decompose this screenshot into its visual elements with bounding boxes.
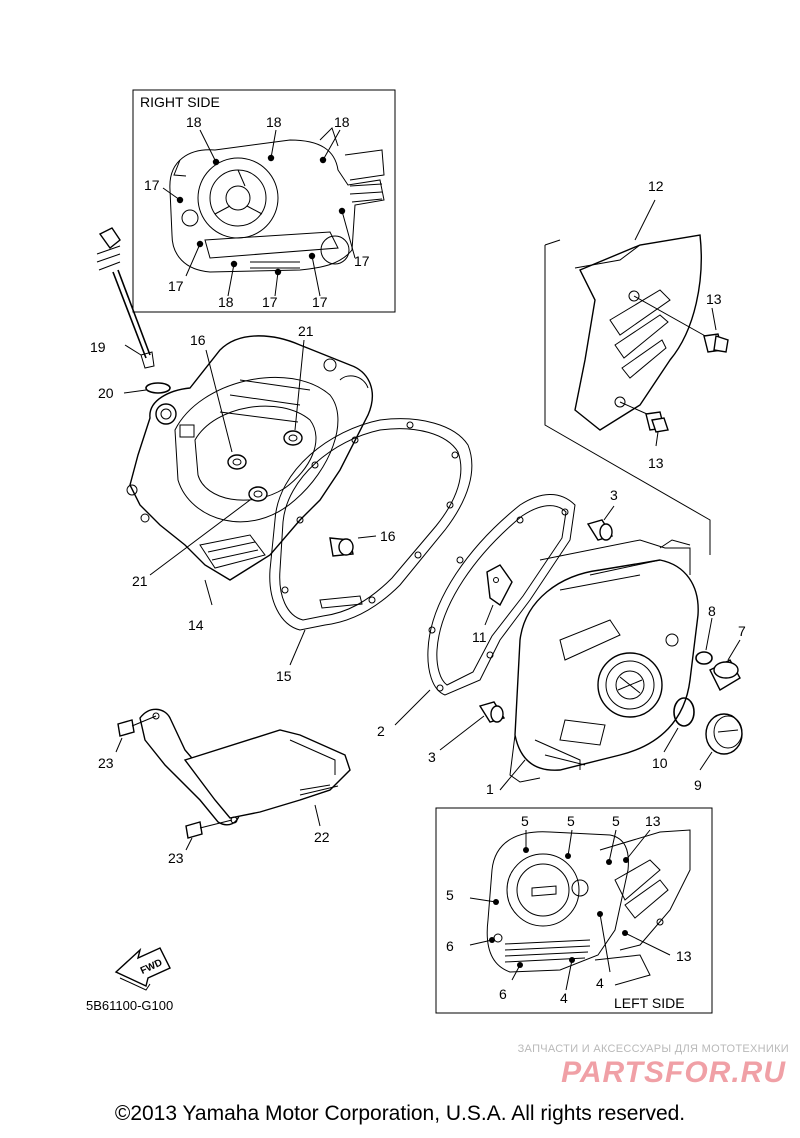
label-3-upper: 3 [610,487,618,503]
label-6-b: 6 [499,986,507,1002]
label-5-a: 5 [521,813,529,829]
label-13-inset-upper: 13 [645,813,661,829]
part-7-8-9-10-plugs: 8 7 10 9 [652,603,746,793]
label-5-c: 5 [612,813,620,829]
right-side-title: RIGHT SIDE [140,94,220,110]
watermark-tagline: ЗАПЧАСТИ И АКСЕССУАРЫ ДЛЯ МОТОТЕХНИКИ [517,1043,789,1055]
right-side-inset: RIGHT SIDE 18 18 18 17 17 17 18 1 [132,89,396,313]
fwd-arrow: FWD [114,947,171,991]
left-side-title: LEFT SIDE [614,995,685,1011]
label-21-lower: 21 [132,573,148,589]
label-1: 1 [486,781,494,797]
part-22-23-guard: 23 23 22 [98,708,351,866]
label-13-lower: 13 [648,455,664,471]
label-13-upper: 13 [706,291,722,307]
label-9: 9 [694,777,702,793]
label-18-top-mid: 18 [266,114,282,130]
left-side-inset: LEFT SIDE 5 5 5 13 5 6 13 4 6 [435,807,713,1014]
label-17-left: 17 [144,177,160,193]
label-8: 8 [708,603,716,619]
label-17-bottom-left: 17 [168,278,184,294]
label-12: 12 [648,178,664,194]
part-1-crankcase-cover-left: 1 [486,539,699,797]
label-16-upper: 16 [190,332,206,348]
part-19-dipstick: 19 [90,227,155,369]
label-14: 14 [188,617,204,633]
part-20-o-ring: 20 [98,382,171,401]
label-18-bottom: 18 [218,294,234,310]
part-11-bracket: 11 [472,564,513,645]
label-11: 11 [472,629,487,645]
label-18-top-right: 18 [334,114,350,130]
part-3-dowels: 3 3 [428,487,618,765]
part-15-gasket: 15 [269,418,473,684]
label-13-inset-lower: 13 [676,948,692,964]
label-18-top-left: 18 [186,114,202,130]
label-5-d: 5 [446,887,454,903]
label-15: 15 [276,668,292,684]
part-12-sprocket-cover: 12 13 13 [544,178,729,555]
watermark-logo: PARTSFOR.RU [561,1056,786,1089]
label-21-upper: 21 [298,323,314,339]
label-17-right: 17 [354,253,370,269]
part-2-gasket-left: 2 [377,494,576,739]
label-23-upper: 23 [98,755,114,771]
copyright-notice: ©2013 Yamaha Motor Corporation, U.S.A. A… [114,1102,686,1125]
label-10: 10 [652,755,668,771]
diagram-code: 5B61100-G100 [86,998,173,1013]
label-16-lower: 16 [380,528,396,544]
label-22: 22 [314,829,330,845]
label-17-bottom-mid: 17 [262,294,278,310]
label-7: 7 [738,623,746,639]
part-14-crankcase-cover-right: 14 [126,335,373,633]
label-17-bottom-right: 17 [312,294,328,310]
label-4-b: 4 [560,990,568,1006]
label-2: 2 [377,723,385,739]
label-6-a: 6 [446,938,454,954]
label-4-a: 4 [596,975,604,991]
part-16-21-dowels: 16 21 21 16 [132,323,396,589]
label-20: 20 [98,385,114,401]
label-3-lower: 3 [428,749,436,765]
label-5-b: 5 [567,813,575,829]
label-23-lower: 23 [168,850,184,866]
label-19: 19 [90,339,106,355]
